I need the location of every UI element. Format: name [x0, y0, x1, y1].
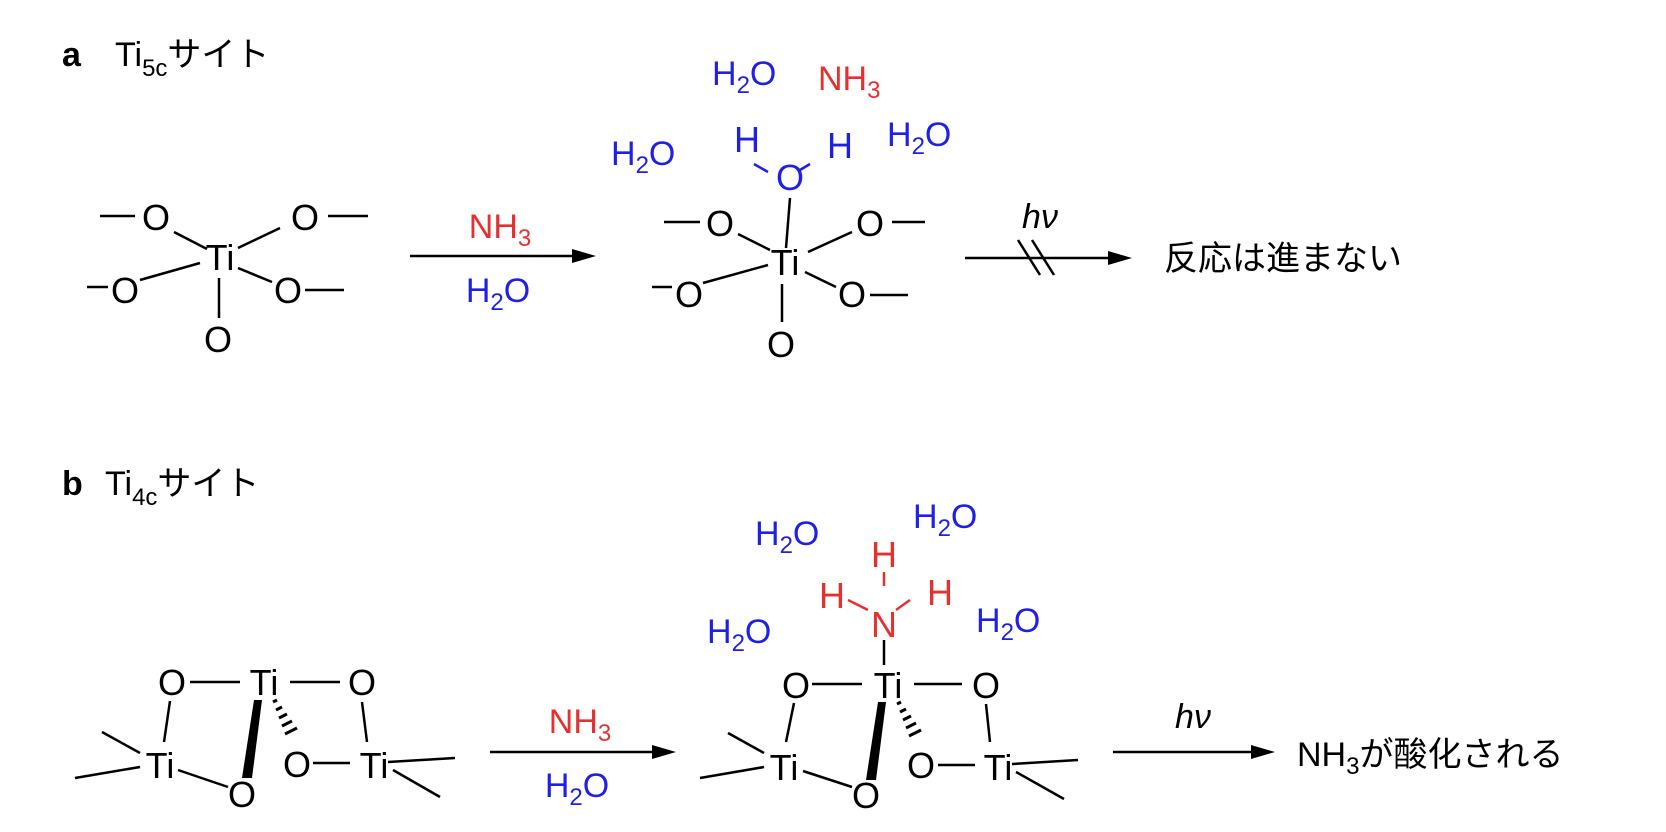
reagent-h2o-b: H2O: [545, 767, 609, 811]
o-atom: O: [274, 270, 302, 311]
o-atom: O: [706, 203, 734, 244]
h-atom: H: [819, 575, 845, 616]
reagent-nh3-b: NH3: [549, 703, 611, 747]
panel-b-site-suffix: サイト: [157, 465, 259, 503]
condition-hv-b: hν: [1175, 698, 1211, 736]
h-atom: H: [734, 119, 760, 160]
water-molecule: H2O: [707, 613, 771, 657]
condition-hv-a: hν: [1022, 198, 1058, 236]
ti5c-atoms: O O Ti O O O: [111, 197, 319, 360]
water-molecule: H2O: [712, 55, 776, 99]
o-atom: O: [204, 319, 232, 360]
arrow-b2: hν: [1113, 698, 1275, 759]
arrow-a2-blocked: hν: [965, 198, 1132, 276]
n-atom: N: [871, 604, 897, 645]
water-molecule: H2O: [976, 602, 1040, 646]
ti6c-structure: [652, 162, 925, 322]
panel-b-letter: b: [62, 465, 83, 503]
panel-b-site-sub: 4c: [132, 484, 157, 511]
o-atom: O: [838, 274, 866, 315]
panel-a: a Ti5cサイト O O Ti O O O NH3 H2O: [62, 36, 1402, 365]
ti-atom: Ti: [206, 237, 235, 278]
o-atom: O: [782, 665, 810, 706]
water-cluster-a: H2O H2O H2O: [611, 55, 951, 179]
ti-atom: Ti: [874, 665, 903, 706]
panel-a-site-main: Ti: [115, 36, 142, 74]
ti-atom: Ti: [771, 242, 800, 283]
o-atom: O: [776, 157, 804, 198]
o-atom: O: [158, 662, 186, 703]
hash-bond: [896, 700, 922, 738]
panel-a-site-suffix: サイト: [167, 36, 269, 74]
wedge-bond: [866, 702, 886, 780]
h-atom: H: [927, 572, 953, 613]
wedge-bond: [242, 700, 262, 778]
result-nh3-oxidized: NH3が酸化される: [1297, 736, 1563, 780]
reagent-h2o-a: H2O: [466, 272, 530, 316]
o-atom: O: [283, 744, 311, 785]
panel-a-site-sub: 5c: [142, 55, 167, 82]
water-molecule: H2O: [887, 116, 951, 160]
panel-b: b Ti4cサイト O Ti O Ti O: [62, 465, 1563, 816]
o-atom: O: [111, 270, 139, 311]
ti-atom: Ti: [250, 662, 279, 703]
panel-a-site-label: Ti5cサイト: [115, 36, 269, 82]
ti6c-atoms: H H O O O Ti O O O: [675, 119, 884, 365]
panel-b-site-main: Ti: [105, 465, 132, 503]
o-atom: O: [348, 662, 376, 703]
ti5c-nh3-structure: [699, 572, 1079, 801]
ti-atom: Ti: [770, 747, 799, 788]
h-atom: H: [827, 125, 853, 166]
water-molecule: H2O: [611, 135, 675, 179]
ti4c-structure: [74, 680, 456, 799]
ti-atom: Ti: [146, 745, 175, 786]
panel-b-site-label: Ti4cサイト: [105, 465, 259, 511]
ammonia-molecule-a: NH3: [818, 60, 880, 104]
ti-atom: Ti: [984, 747, 1013, 788]
o-atom: O: [142, 197, 170, 238]
reagent-nh3-a: NH3: [469, 208, 531, 252]
ti5c-structure: [87, 214, 368, 318]
o-atom: O: [291, 197, 319, 238]
arrow-b1: NH3 H2O: [490, 703, 676, 811]
arrow-a1: NH3 H2O: [410, 208, 596, 316]
hash-bond: [272, 698, 298, 736]
result-no-reaction: 反応は進まない: [1164, 240, 1402, 278]
o-atom: O: [907, 745, 935, 786]
ti4c-atoms: O Ti O Ti O Ti O: [146, 662, 389, 815]
water-molecule: H2O: [913, 498, 977, 542]
o-atom: O: [856, 203, 884, 244]
water-cluster-b: H2O H2O H2O H2O: [707, 498, 1040, 657]
o-atom: O: [228, 774, 256, 815]
panel-a-letter: a: [62, 36, 82, 74]
water-molecule: H2O: [755, 515, 819, 559]
o-atom: O: [767, 324, 795, 365]
o-atom: O: [972, 665, 1000, 706]
o-atom: O: [675, 274, 703, 315]
ti-atom: Ti: [360, 745, 389, 786]
o-atom: O: [852, 775, 880, 816]
ti5c-nh3-atoms: H H H N O Ti O Ti O Ti O: [770, 534, 1013, 816]
h-atom: H: [871, 534, 897, 575]
